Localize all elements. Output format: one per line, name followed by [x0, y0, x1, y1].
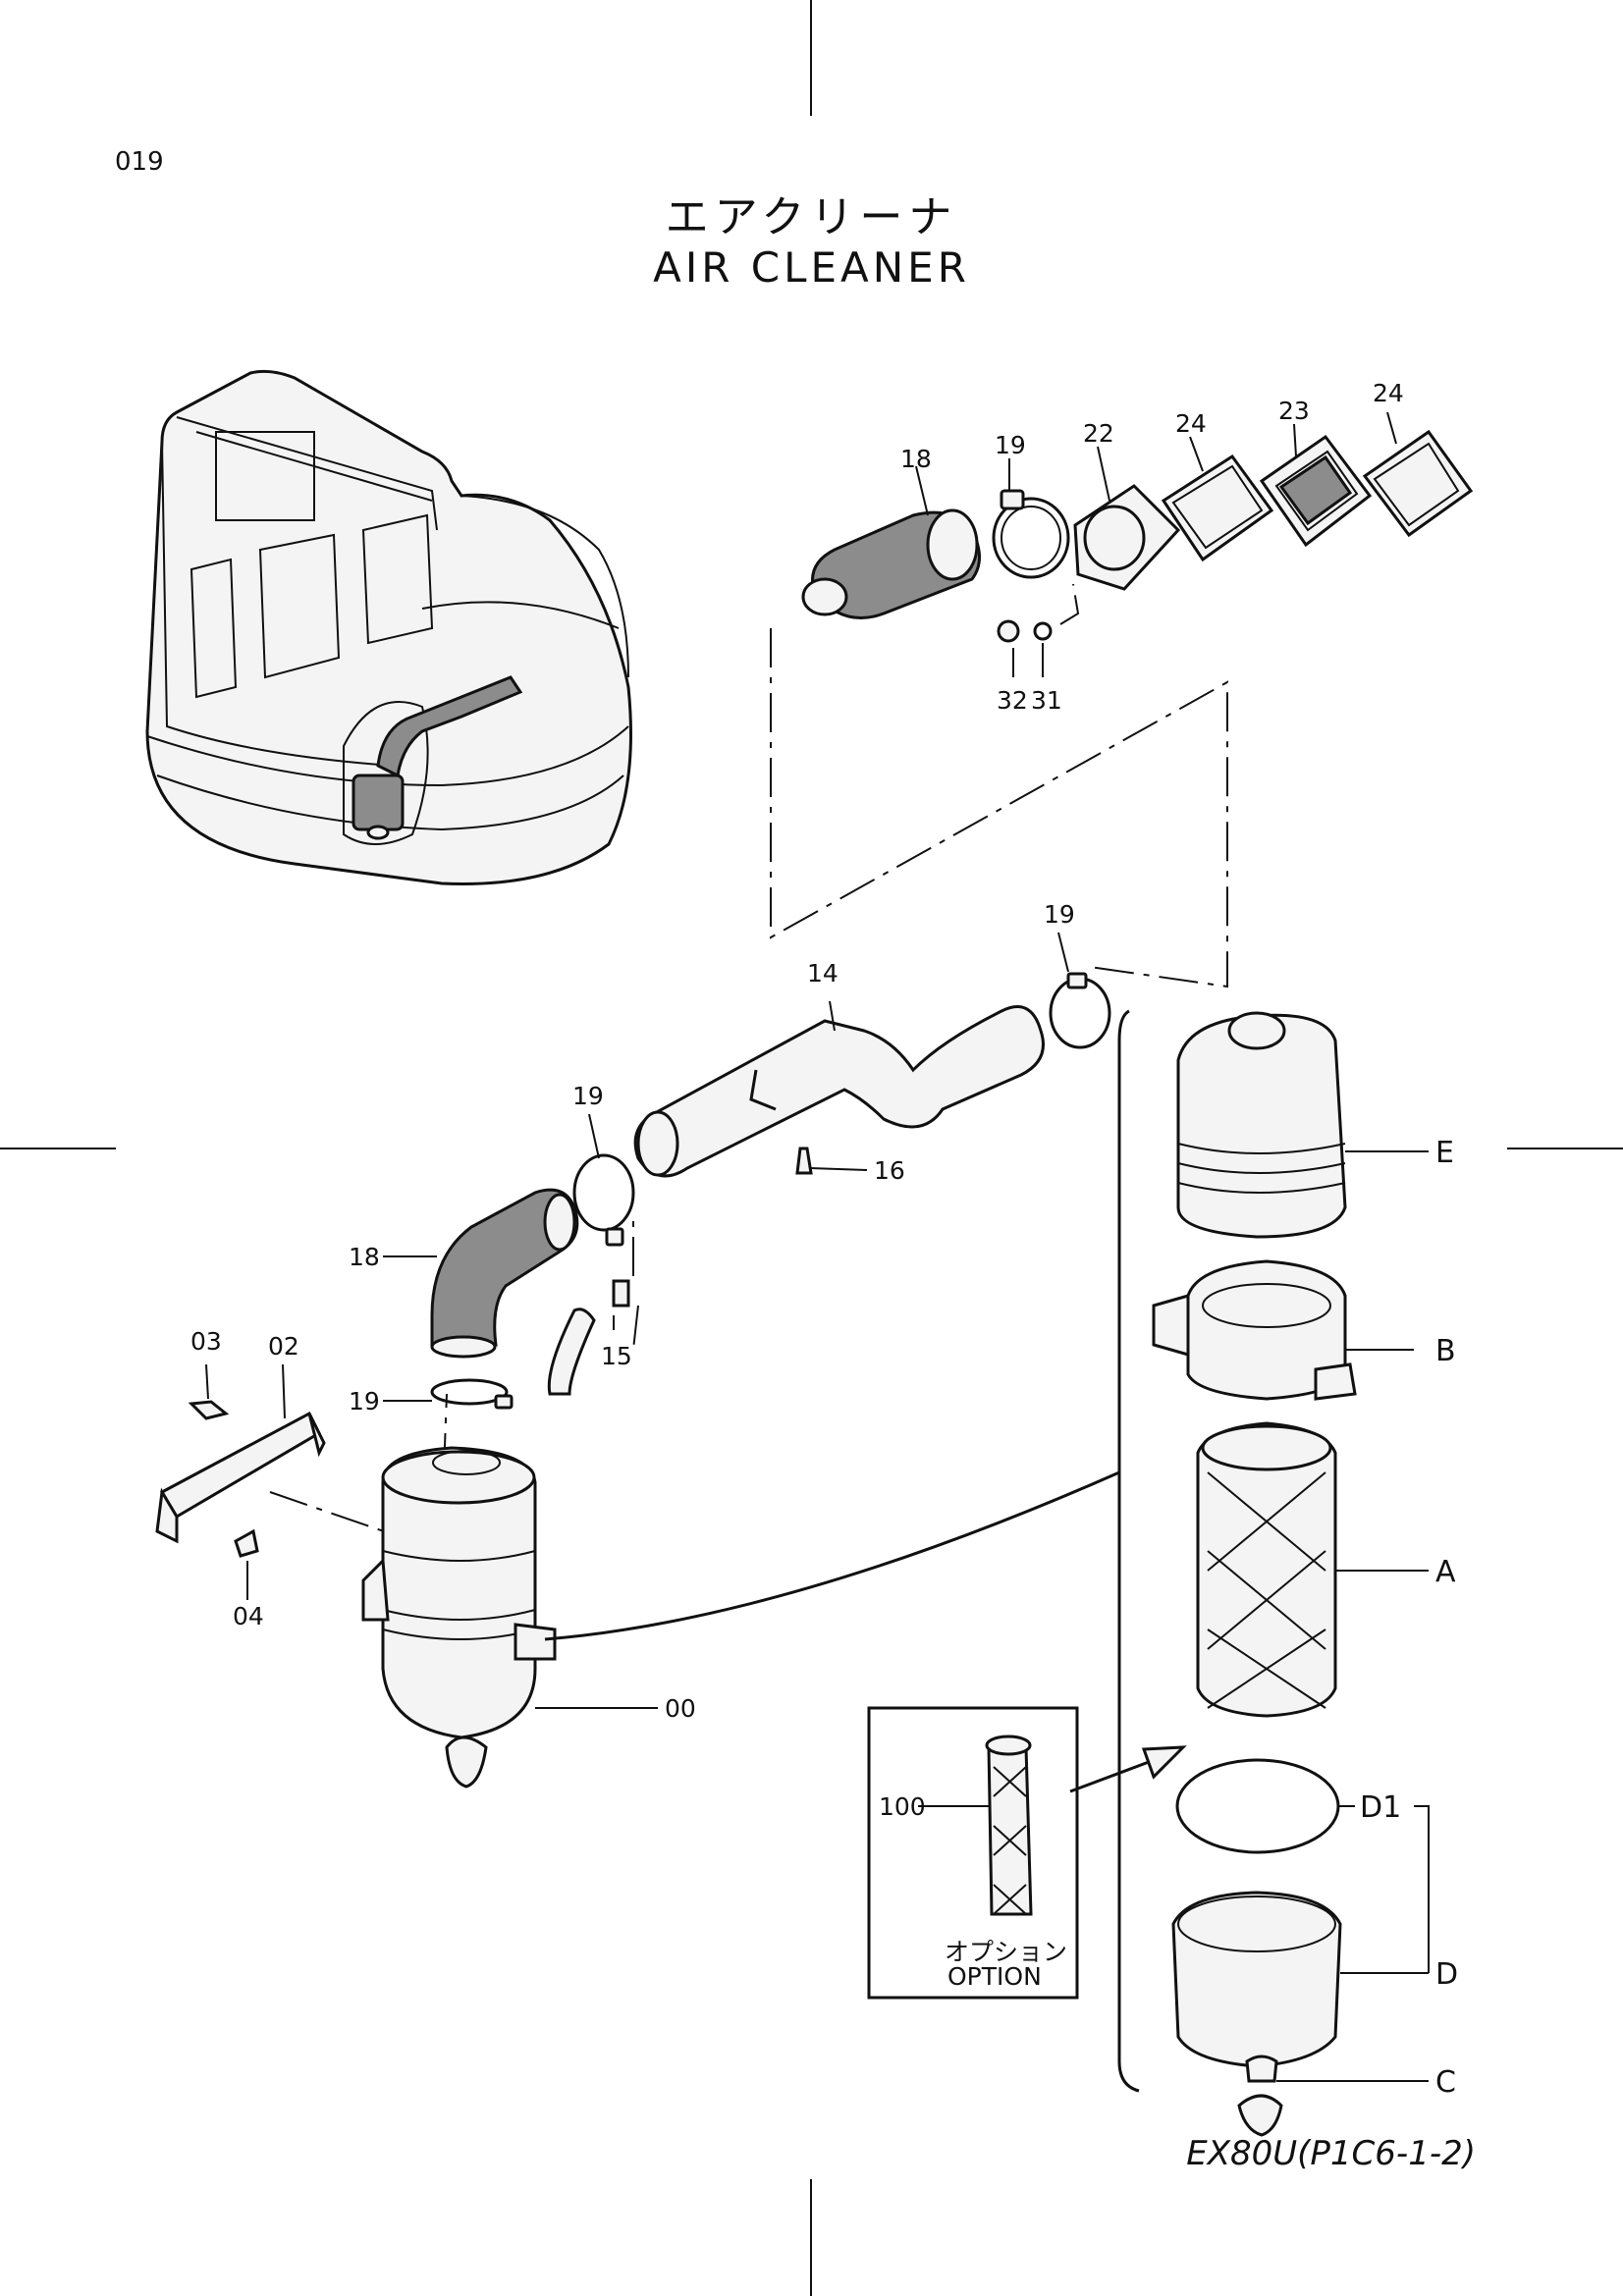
- callout-32: 32: [997, 686, 1028, 715]
- callout-labels: 18 19 22 24 23 24 32 31 19 14 19 16 18 1…: [190, 379, 1458, 2100]
- bracket-assembly: [155, 1400, 326, 1558]
- air-cleaner-assembly: [361, 1446, 557, 1789]
- callout-D: D: [1435, 1957, 1458, 1992]
- upper-intake-assembly: [801, 429, 1474, 643]
- callout-B: B: [1435, 1334, 1456, 1368]
- callout-19-pipe-left: 19: [572, 1082, 604, 1110]
- leader-lines: [205, 411, 1430, 2082]
- pipe-assembly: [572, 972, 1111, 1247]
- option-label-english: OPTION: [947, 1962, 1042, 1991]
- callout-03: 03: [190, 1327, 222, 1356]
- lower-hose: [430, 1188, 630, 1410]
- callout-C: C: [1435, 2065, 1456, 2100]
- callout-18-lower: 18: [349, 1243, 380, 1271]
- callout-24-right: 24: [1373, 379, 1404, 407]
- callout-19-pipe-right: 19: [1044, 900, 1075, 929]
- callout-19-upper: 19: [995, 431, 1026, 459]
- page-number: 019: [115, 147, 164, 177]
- callout-15: 15: [601, 1342, 632, 1370]
- exploded-components: [544, 1009, 1357, 2137]
- callout-14: 14: [807, 959, 839, 988]
- page-title-japanese: エアクリーナ: [665, 192, 958, 242]
- option-label-japanese: オプション: [945, 1938, 1067, 1966]
- option-box: [867, 1706, 1187, 2000]
- callout-100: 100: [879, 1792, 926, 1821]
- callout-19-lower: 19: [349, 1387, 380, 1415]
- callout-23: 23: [1278, 397, 1310, 425]
- callout-22: 22: [1083, 419, 1114, 448]
- callout-31: 31: [1031, 686, 1062, 715]
- model-code: EX80U(P1C6-1-2): [1186, 2134, 1476, 2173]
- callout-16: 16: [874, 1156, 905, 1185]
- callout-18-upper: 18: [900, 445, 932, 473]
- callout-E: E: [1435, 1136, 1454, 1170]
- callout-D1: D1: [1360, 1790, 1401, 1825]
- callout-04: 04: [233, 1602, 264, 1630]
- callout-00: 00: [665, 1694, 696, 1723]
- page-title-english: AIR CLEANER: [653, 243, 970, 292]
- callout-24-left: 24: [1175, 409, 1207, 438]
- callout-02: 02: [268, 1332, 299, 1361]
- callout-A: A: [1435, 1555, 1456, 1589]
- excavator-location-view: [145, 369, 632, 885]
